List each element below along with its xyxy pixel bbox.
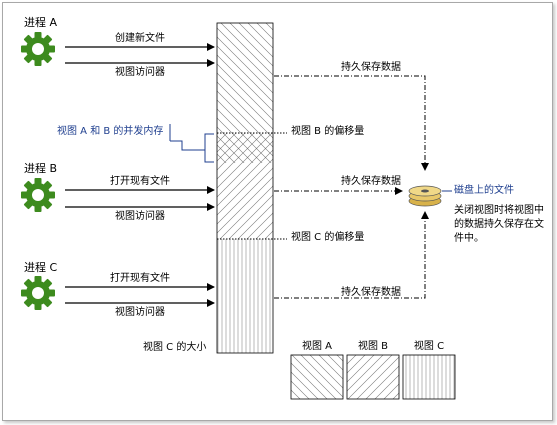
persist-label-a: 持久保存数据 (341, 62, 401, 73)
offset-c-label: 视图 C 的偏移量 (291, 232, 365, 243)
memory-outline (216, 22, 274, 354)
view-c-region (217, 239, 273, 353)
diagram-frame (2, 2, 553, 421)
arrow-a-top-label: 创建新文件 (115, 33, 165, 44)
legend-swatch-b (346, 354, 400, 400)
arrow-b-top-label: 打开现有文件 (110, 176, 170, 187)
legend-label-c: 视图 C (413, 341, 445, 352)
close-note-line3: 件中。 (454, 233, 484, 244)
legend (290, 354, 456, 400)
offset-b-label: 视图 B 的偏移量 (291, 126, 365, 137)
overlap-region-b (217, 133, 273, 163)
persist-line-a (274, 75, 429, 171)
arrow-b-bottom-label: 视图访问器 (115, 211, 165, 222)
persist-label-b: 持久保存数据 (341, 176, 401, 187)
gear-icon (21, 178, 55, 212)
view-b-region (217, 163, 273, 239)
persist-line-c (274, 211, 429, 299)
size-c-label: 视图 C 的大小 (143, 342, 207, 353)
legend-label-a: 视图 A (301, 341, 333, 352)
legend-swatch-c (402, 354, 456, 400)
close-note-line2: 的数据持久保存在文 (454, 219, 544, 230)
concurrent-bracket (169, 124, 214, 163)
arrow-a-bottom-label: 视图访问器 (115, 67, 165, 78)
disk-label: 磁盘上的文件 (454, 185, 514, 196)
gear-icon (21, 276, 55, 310)
persist-label-c: 持久保存数据 (341, 287, 401, 298)
view-a-region (217, 23, 273, 133)
arrow-c-top-label: 打开现有文件 (110, 273, 170, 284)
memory-column (216, 22, 287, 354)
gear-icon (21, 32, 55, 66)
process-a-label: 进程 A (24, 16, 58, 29)
process-b-label: 进程 B (24, 162, 58, 175)
arrow-c-bottom-label: 视图访问器 (115, 307, 165, 318)
close-note-line1: 关闭视图时将视图中 (454, 205, 544, 216)
disk-icon (408, 185, 442, 207)
legend-label-b: 视图 B (357, 341, 389, 352)
legend-swatch-a (290, 354, 344, 400)
concurrent-memory-label: 视图 A 和 B 的并发内存 (57, 126, 164, 137)
process-c-label: 进程 C (24, 261, 58, 274)
